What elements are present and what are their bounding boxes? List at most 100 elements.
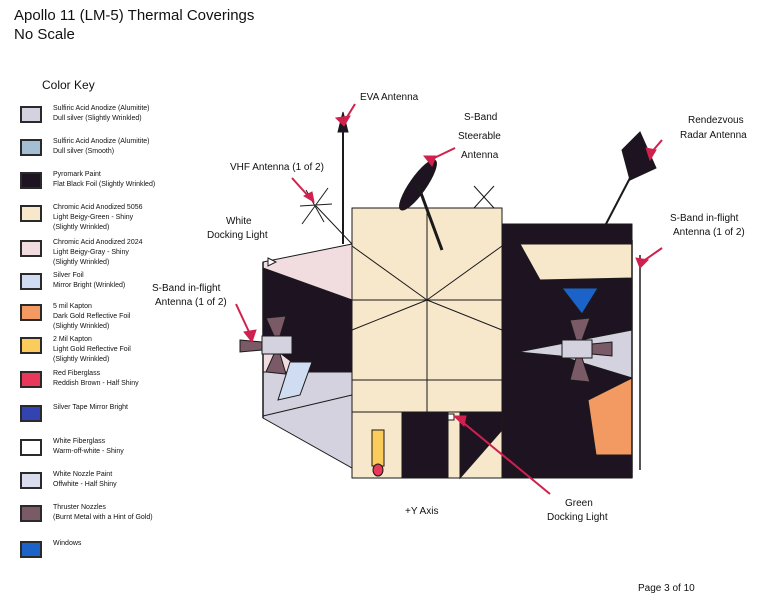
label-green-docking-2: Docking Light [547, 512, 608, 523]
color-key-label-line: Silver Foil [53, 272, 84, 279]
color-swatch [20, 371, 42, 388]
right-thruster-nozzle-2 [569, 317, 591, 341]
color-key-label-line: (Slightly Wrinkled) [53, 323, 110, 330]
color-key-heading: Color Key [42, 78, 95, 92]
label-sband-left-2: Antenna (1 of 2) [155, 297, 227, 308]
color-swatch [20, 337, 42, 354]
color-key-label-line: Dark Gold Reflective Foil [53, 313, 131, 320]
color-swatch [20, 472, 42, 489]
center-lower-black-1 [401, 411, 449, 479]
white-docking-light [267, 257, 278, 267]
vhf-arrow-head [302, 191, 315, 204]
color-key-label-line: (Slightly Wrinkled) [53, 356, 110, 363]
color-key-label-line: White Nozzle Paint [53, 471, 113, 478]
color-key-label: Silver Tape Mirror Bright [53, 403, 223, 413]
left-thruster-nozzle-3 [265, 353, 287, 375]
color-key-label: Sulfiric Acid Anodize (Alumitite)Dull si… [53, 137, 223, 157]
label-sband-right-2: Antenna (1 of 2) [673, 227, 745, 238]
callout-arrows [235, 103, 663, 495]
page-number: Page 3 of 10 [638, 583, 695, 594]
center-diag-4 [426, 299, 503, 331]
sband-steerable-antenna [399, 159, 444, 251]
red-fiberglass-patch [372, 463, 384, 477]
label-vhf-antenna: VHF Antenna (1 of 2) [230, 162, 324, 173]
left-thruster-cluster [239, 315, 293, 375]
color-swatch [20, 304, 42, 321]
title-line-2: No Scale [14, 26, 75, 43]
color-key-label-line: Mirror Bright (Wrinkled) [53, 282, 126, 289]
color-key-label-line: Flat Black Foil (Slightly Wrinkled) [53, 181, 156, 188]
color-swatch [20, 240, 42, 257]
label-eva-antenna: EVA Antenna [360, 92, 419, 103]
left-window-panel [277, 361, 313, 401]
left-lower-seam [262, 394, 353, 417]
center-diag-3 [351, 299, 428, 331]
color-swatch [20, 541, 42, 558]
label-sband-right-1: S-Band in-flight [670, 213, 739, 224]
green-docking-light [447, 413, 455, 421]
color-key-label-line: Offwhite - Half Shiny [53, 481, 117, 488]
vhf-element-2 [301, 187, 329, 225]
sband-arrow-head [422, 155, 437, 167]
color-key-label-line: Silver Tape Mirror Bright [53, 404, 128, 411]
color-key-label-line: Sulfiric Acid Anodize (Alumitite) [53, 105, 150, 112]
green-light-arrow-head [452, 415, 467, 428]
color-key-label: Sulfiric Acid Anodize (Alumitite)Dull si… [53, 104, 223, 124]
label-white-docking-1: White [226, 216, 252, 227]
label-green-docking-1: Green [565, 498, 593, 509]
color-key-label-line: White Fiberglass [53, 438, 106, 445]
radar-dish [621, 131, 657, 181]
color-swatch [20, 405, 42, 422]
eva-arrow-head [334, 115, 351, 127]
label-rendezvous-1: Rendezvous [688, 115, 744, 126]
color-swatch [20, 505, 42, 522]
right-thruster-nozzle-1 [591, 341, 613, 357]
left-thruster-nozzle-1 [239, 339, 263, 353]
green-light-arrow [459, 419, 551, 495]
color-key-label-line: Chromic Acid Anodized 2024 [53, 239, 143, 246]
label-sband-steerable-2: Steerable [458, 131, 501, 142]
color-key-label-line: Thruster Nozzles [53, 504, 106, 511]
rendezvous-radar [605, 131, 657, 225]
right-thruster-housing [561, 339, 593, 359]
vhf-antenna-2 [473, 185, 495, 209]
vhf-boom [315, 205, 353, 245]
sband-boom [416, 184, 444, 251]
label-rendezvous-2: Radar Antenna [680, 130, 747, 141]
left-lower-panel [262, 371, 353, 469]
color-key-label-line: Sulfiric Acid Anodize (Alumitite) [53, 138, 150, 145]
color-swatch [20, 172, 42, 189]
right-window [560, 287, 599, 315]
color-swatch [20, 439, 42, 456]
color-key-label-line: (Slightly Wrinkled) [53, 259, 110, 266]
sband-left-arrow-head [243, 329, 257, 344]
label-y-axis: +Y Axis [405, 506, 438, 517]
right-thruster-nozzle-3 [569, 357, 591, 383]
sband-left-arrow [235, 303, 251, 335]
diagram-labels: EVA Antenna S-Band Steerable Antenna Ren… [152, 92, 747, 523]
color-key-label-line: (Slightly Wrinkled) [53, 224, 110, 231]
vhf2-element-2 [473, 185, 495, 209]
radar-mount [605, 177, 631, 225]
color-key-label-line: 2 Mil Kapton [53, 336, 92, 343]
color-key-label-line: Light Beigy-Gray - Shiny [53, 249, 129, 256]
color-key-label: Thruster Nozzles(Burnt Metal with a Hint… [53, 503, 223, 523]
color-swatch [20, 106, 42, 123]
center-diag-1 [351, 245, 428, 301]
label-sband-steerable-1: S-Band [464, 112, 497, 123]
color-key-label-line: Pyromark Paint [53, 171, 101, 178]
color-key-label-line: Windows [53, 540, 82, 547]
color-key-label: Windows [53, 539, 223, 549]
color-key-label-line: Reddish Brown - Half Shiny [53, 380, 139, 387]
title-line-1: Apollo 11 (LM-5) Thermal Coverings [14, 7, 255, 24]
color-key-label-line: Warm-off-white - Shiny [53, 448, 124, 455]
lunar-module-body [239, 111, 657, 480]
label-sband-left-1: S-Band in-flight [152, 283, 221, 294]
